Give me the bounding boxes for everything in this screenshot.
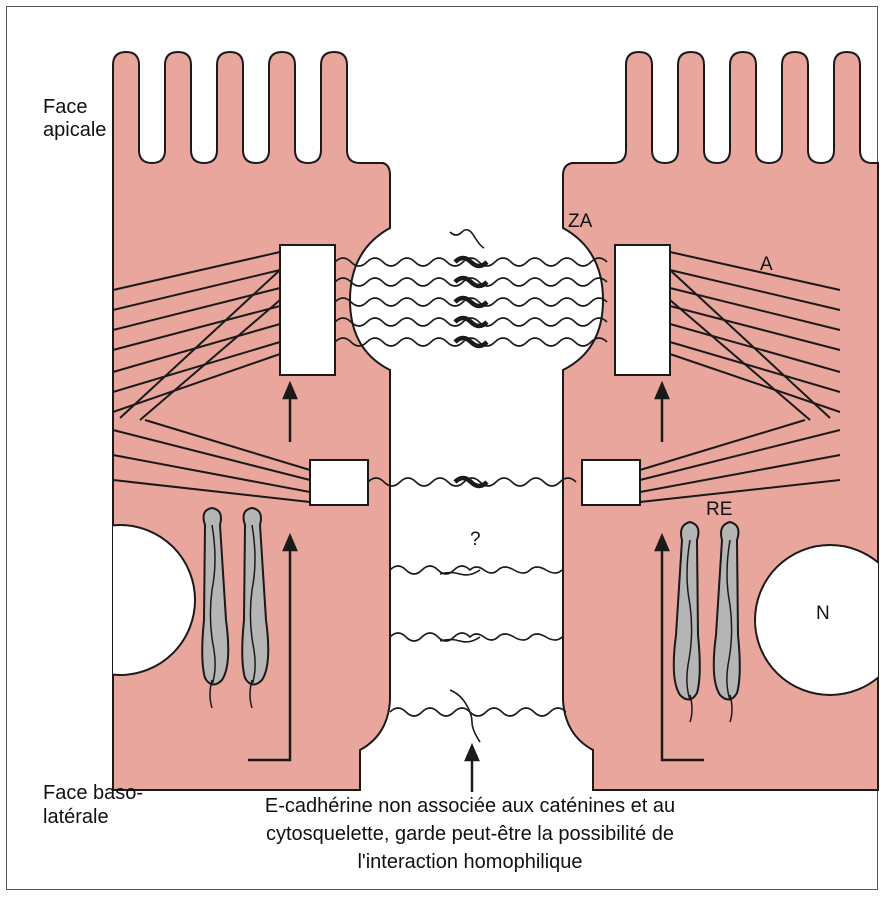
right-za-plaque [615, 245, 670, 375]
label-question: ? [470, 528, 481, 551]
label-face-baso-1: Face baso- [43, 782, 143, 805]
right-cell [563, 52, 890, 790]
label-a: A [760, 253, 773, 276]
label-face-baso-2: latérale [43, 806, 109, 829]
left-lateral-plaque [310, 460, 368, 505]
e-cadherin-za [335, 230, 607, 346]
caption-arrow [466, 746, 478, 792]
caption-line-3: l'interaction homophilique [200, 848, 740, 876]
caption-line-2: cytosquelette, garde peut-être la possib… [200, 820, 740, 848]
right-lateral-plaque [582, 460, 640, 505]
label-za: ZA [568, 210, 592, 233]
left-nucleus [45, 525, 195, 675]
caption-line-1: E-cadhérine non associée aux caténines e… [200, 792, 740, 820]
left-za-plaque [280, 245, 335, 375]
e-cadherin-lateral [368, 478, 576, 742]
label-re: RE [706, 498, 732, 521]
caption: E-cadhérine non associée aux caténines e… [200, 792, 740, 876]
label-n: N [816, 602, 830, 625]
label-face-apicale-2: apicale [43, 119, 106, 142]
left-cell [45, 52, 390, 790]
label-face-apicale-1: Face [43, 96, 87, 119]
